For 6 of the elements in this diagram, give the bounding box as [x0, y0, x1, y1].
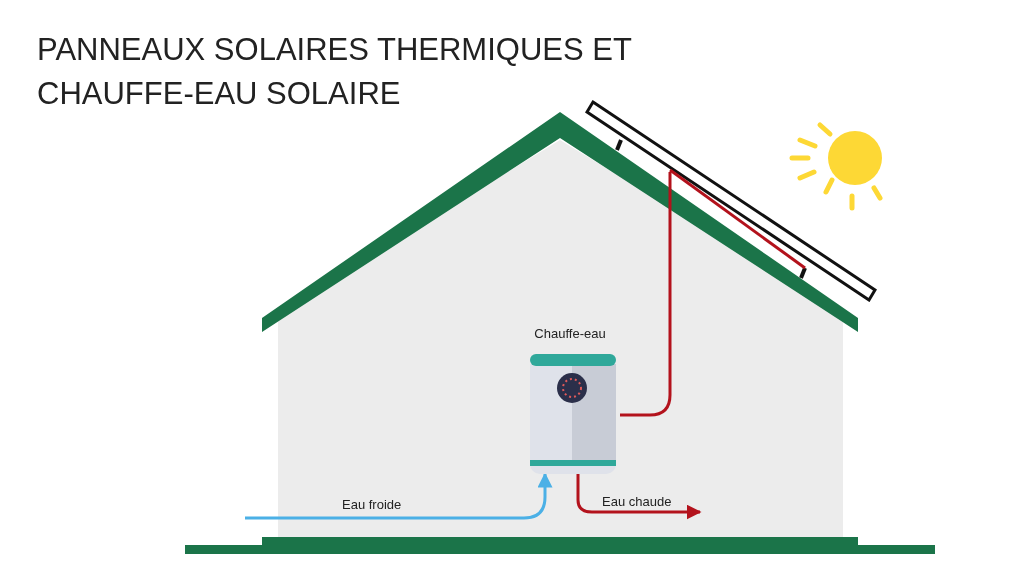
edge-label: Eau froide: [340, 497, 404, 512]
diagram-title: PANNEAUX SOLAIRES THERMIQUES ET CHAUFFE-EAU SOLAIRE: [37, 31, 633, 113]
heater-label: Chauffe-eau: [533, 326, 607, 341]
pipe-arrow: [576, 474, 702, 520]
pipe-arrow: [245, 472, 553, 520]
edge-label: Eau chaude: [600, 494, 674, 509]
